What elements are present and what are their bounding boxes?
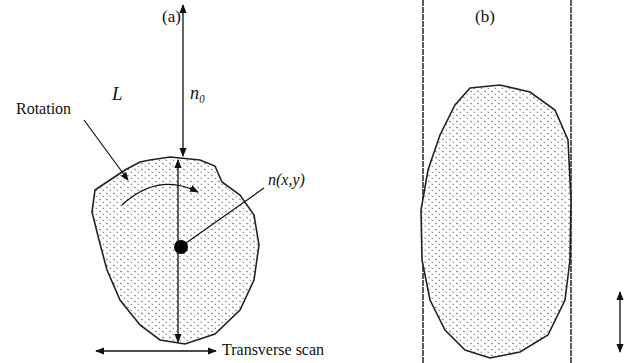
sample-projection: [421, 85, 571, 358]
medium-index-label: n₀: [190, 84, 205, 104]
scan-arrow: [96, 350, 216, 351]
panel-label: (a): [162, 8, 181, 27]
diameter-arrow: [177, 160, 178, 342]
rotation-label: Rotation: [16, 100, 71, 118]
distance-arrow: [182, 5, 183, 156]
inclusion-dot: [174, 240, 188, 254]
distance-label: L: [112, 84, 123, 105]
rotation-arrow: [122, 184, 198, 205]
guide-line: [422, 0, 424, 363]
vertical-scan-arrow: [619, 292, 620, 352]
index-distribution-label: n(x,y): [268, 171, 305, 189]
rotation-leader: [84, 120, 128, 180]
scan-label: Transverse scan: [222, 341, 324, 359]
panel-label: (b): [475, 8, 495, 27]
sample-cross-section: [92, 157, 259, 344]
index-leader: [186, 188, 264, 243]
